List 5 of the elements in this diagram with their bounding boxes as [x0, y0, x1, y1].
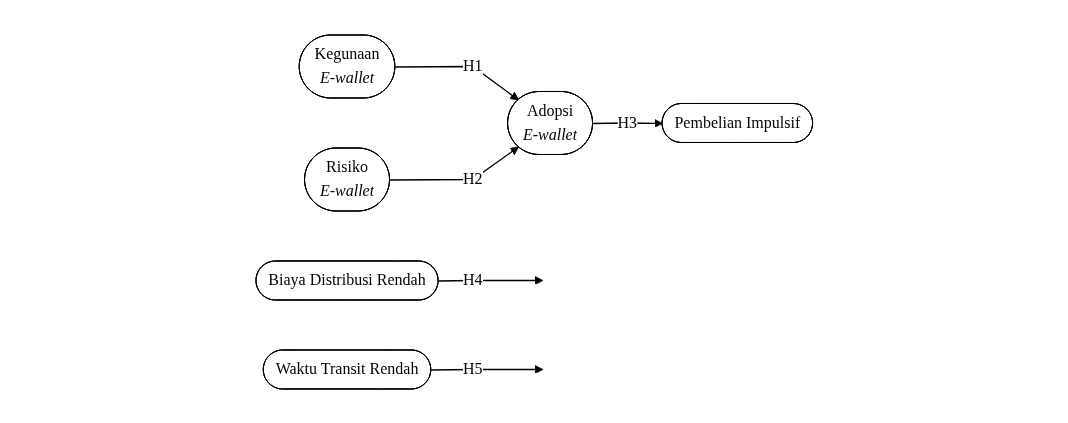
- edge-label: H2: [462, 169, 483, 187]
- edge-label: H1: [462, 57, 483, 74]
- edge-label: H3: [617, 113, 637, 131]
- edge-label: H5: [462, 359, 483, 377]
- edge-label: H4: [462, 270, 483, 288]
